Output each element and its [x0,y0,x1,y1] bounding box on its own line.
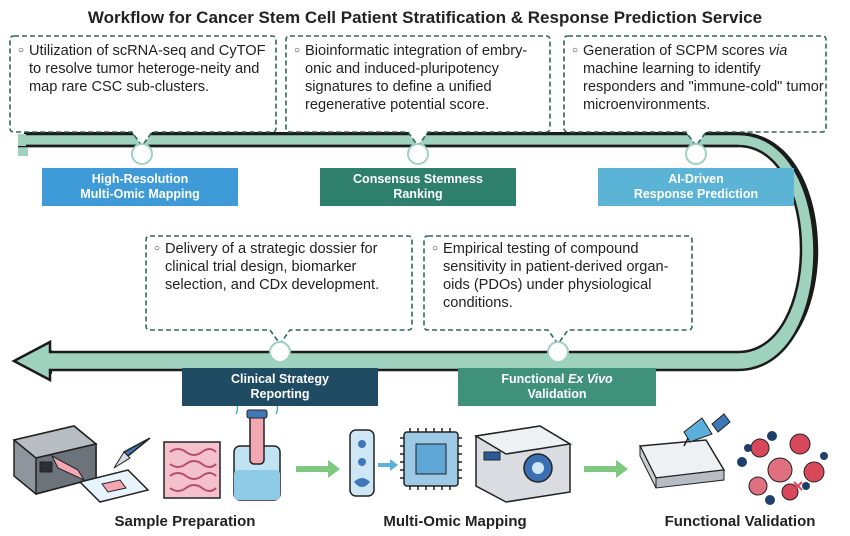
callout-text-1: ○ Utilization of scRNA-seq and CyTOF to … [18,42,272,96]
pipette-hand-icon [683,413,731,447]
callout-text-4: ○ Delivery of a strategic dossier for cl… [154,240,408,294]
callout-box-3 [563,35,827,148]
tissue-section-icon [163,441,221,499]
treated-cells-icon [737,431,828,505]
step-5-line2: Validation [527,387,587,401]
callout-2-text: Bioinformatic integration of embry-onic … [305,43,528,113]
step-4-line1: Clinical Strategy [231,372,329,386]
step-1-line2: Multi-Omic Mapping [80,187,200,201]
node-circle-2 [407,143,429,165]
step-2-line1: Consensus Stemness [353,172,483,186]
step-3-line2: Response Prediction [633,187,759,201]
scalpel-icon [113,437,151,469]
callout-box-1 [9,35,277,148]
callout-4-text: Delivery of a strategic dossier for clin… [165,241,380,293]
callout-box-2 [285,35,551,148]
callout-1-text: Utilization of scRNA-seq and CyTOF to re… [29,43,266,95]
bullet-icon: ○ [18,45,25,56]
stage-label-sample-prep: Sample Preparation [114,513,256,530]
callout-3-post: machine learning to identify responders … [583,61,824,113]
callout-text-2: ○ Bioinformatic integration of embry-oni… [294,42,546,114]
callout-3-pre: Generation of SCPM scores [583,43,769,59]
node-circle-4 [269,341,291,363]
workflow-arrow-main [11,132,816,383]
step-3-line1: AI-Driven [668,172,724,186]
step-1-line1: High-Resolution [91,172,189,186]
sequencer-instrument-icon [473,425,573,503]
flow-arrow-small [378,459,398,471]
step-5-line1-em: Ex Vivo [567,372,613,386]
step-5-line1: Functional Ex Vivo [501,372,612,387]
microfluidic-chip-icon [349,429,375,497]
node-circle-3 [685,143,707,165]
callout-box-5 [423,235,693,346]
callout-3-em: via [768,43,788,59]
step-5-line1-pre: Functional [501,372,568,386]
arrow-tail-cap [18,146,28,156]
callout-5-text: Empirical testing of compound sensitivit… [443,241,669,311]
sample-tube-icon [233,391,281,501]
bullet-icon: ○ [432,243,439,254]
diagram-title: Workflow for Cancer Stem Cell Patient St… [87,8,763,27]
callout-box-4 [145,235,413,346]
stage-label-multi-omic: Multi-Omic Mapping [383,513,527,530]
stage-label-functional: Functional Validation [664,513,816,530]
callout-text-5: ○ Empirical testing of compound sensitiv… [432,240,688,312]
slide-with-tissue-icon [78,469,150,503]
bullet-icon: ○ [154,243,161,254]
step-4-line2: Reporting [250,387,310,401]
stage-arrow-1 [296,460,340,478]
step-2-line2: Ranking [393,187,443,201]
bullet-icon: ○ [294,45,301,56]
bullet-icon: ○ [572,45,579,56]
node-circle-1 [131,143,153,165]
stage-arrow-2 [584,460,628,478]
well-plate-icon [638,439,726,489]
processor-chip-icon [400,428,462,490]
callout-3-text: Generation of SCPM scores via machine le… [583,42,824,114]
node-circle-5 [547,341,569,363]
callout-text-3: ○ Generation of SCPM scores via machine … [572,42,824,114]
